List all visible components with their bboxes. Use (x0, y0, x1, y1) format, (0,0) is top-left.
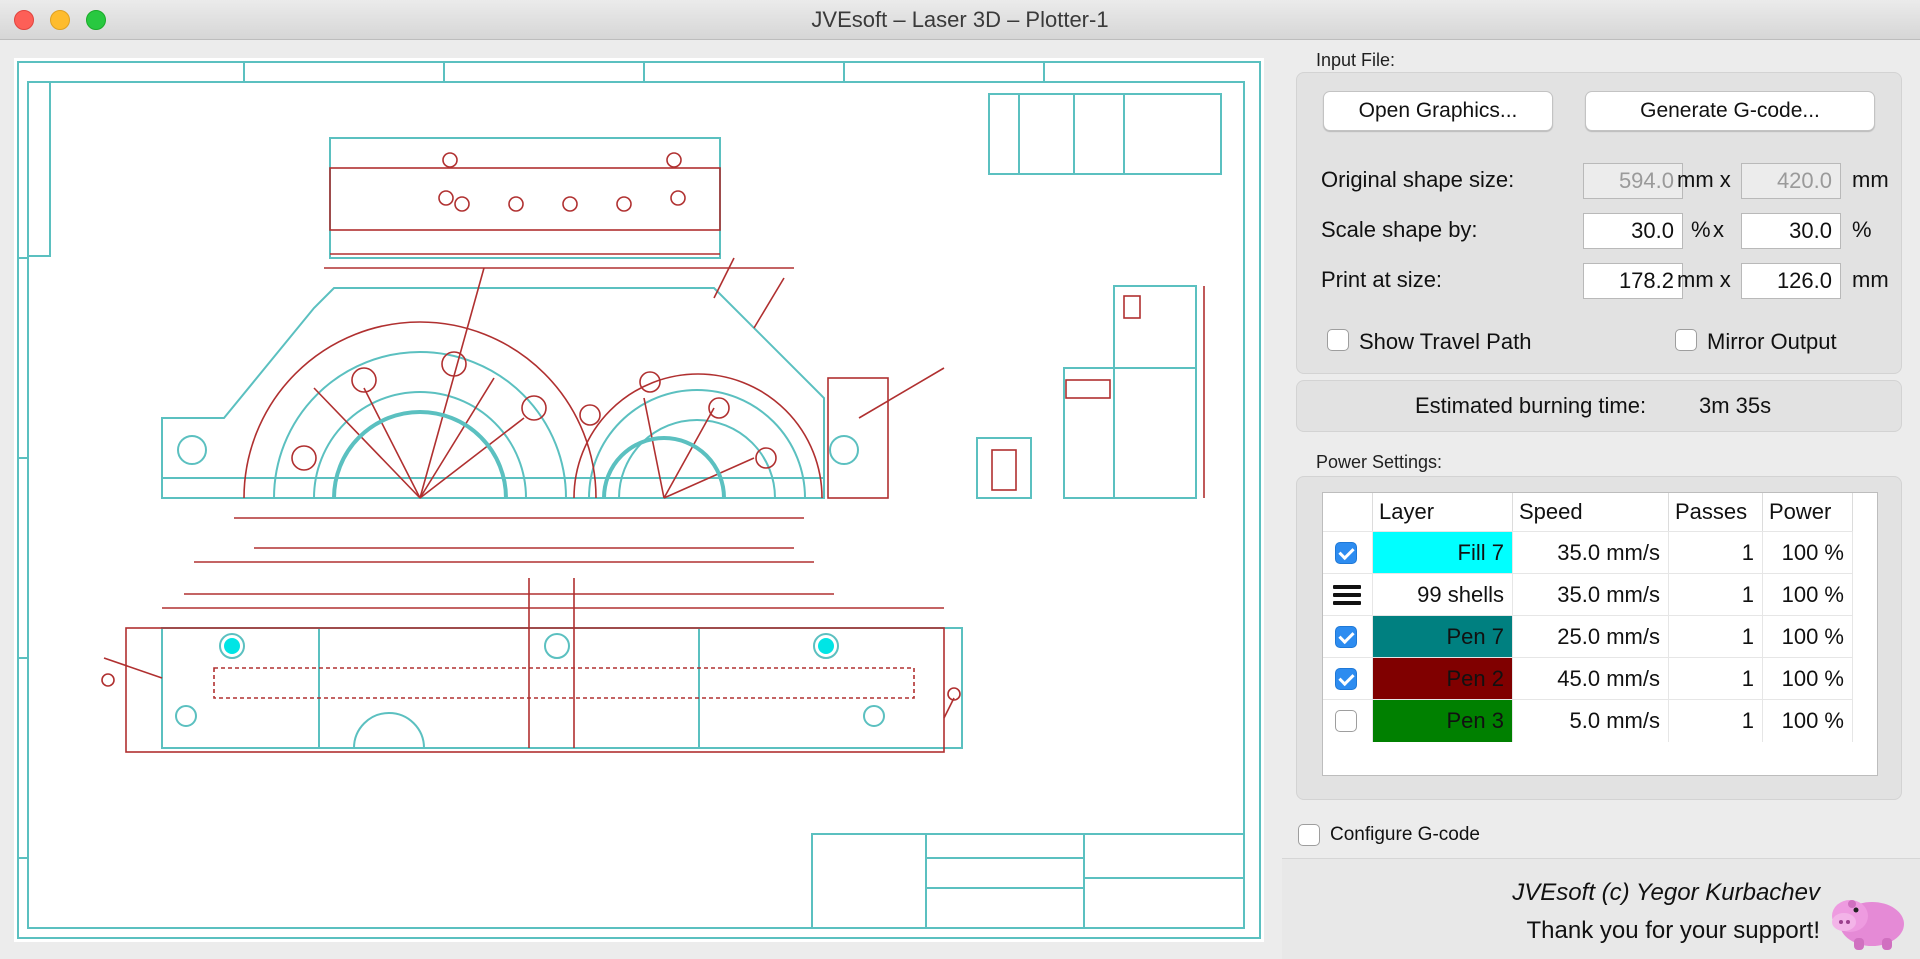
layer-enable-checkbox[interactable] (1335, 710, 1357, 732)
original-width-field: 594.0 (1583, 163, 1683, 199)
window-title: JVEsoft – Laser 3D – Plotter-1 (811, 7, 1109, 32)
speed-cell[interactable]: 45.0 mm/s (1513, 658, 1669, 700)
plot-preview (14, 58, 1264, 942)
unit-mm-2: mm (1852, 267, 1889, 292)
power-settings-label: Power Settings: (1316, 452, 1443, 472)
cad-drawing (17, 61, 1261, 939)
power-cell[interactable]: 100 % (1763, 700, 1853, 742)
layer-name-cell[interactable]: Pen 7 (1373, 616, 1513, 658)
layer-name-cell[interactable]: Fill 7 (1373, 532, 1513, 574)
enable-cell (1323, 532, 1373, 574)
speed-cell[interactable]: 35.0 mm/s (1513, 574, 1669, 616)
layer-name-cell[interactable]: 99 shells (1373, 574, 1513, 616)
input-file-label: Input File: (1316, 50, 1396, 70)
column-header-layer[interactable]: Layer (1373, 493, 1513, 531)
passes-cell[interactable]: 1 (1669, 616, 1763, 658)
print-width-field[interactable]: 178.2 (1583, 263, 1683, 299)
power-cell[interactable]: 100 % (1763, 658, 1853, 700)
configure-gcode-label: Configure G-code (1330, 824, 1480, 845)
estimate-label: Estimated burning time: (1415, 393, 1647, 418)
unit-percent: % (1691, 217, 1711, 242)
estimate-panel: Estimated burning time: 3m 35s (1296, 380, 1902, 432)
close-window-button[interactable] (14, 10, 34, 30)
title-bar: JVEsoft – Laser 3D – Plotter-1 (0, 0, 1920, 40)
unit-mmx: mm x (1677, 167, 1731, 192)
print-size-label: Print at size: (1321, 267, 1443, 292)
credit-area: JVEsoft (c) Yegor Kurbachev Thank you fo… (1282, 858, 1920, 959)
layer-enable-checkbox[interactable] (1335, 542, 1357, 564)
passes-cell[interactable]: 1 (1669, 658, 1763, 700)
passes-cell[interactable]: 1 (1669, 532, 1763, 574)
layer-name-cell[interactable]: Pen 3 (1373, 700, 1513, 742)
show-travel-path-label: Show Travel Path (1359, 329, 1532, 354)
power-cell[interactable]: 100 % (1763, 532, 1853, 574)
enable-cell (1323, 616, 1373, 658)
input-file-panel: Open Graphics... Generate G-code... Orig… (1296, 72, 1902, 374)
show-travel-path-checkbox[interactable] (1327, 329, 1349, 351)
mirror-output-checkbox[interactable] (1675, 329, 1697, 351)
mirror-output-label: Mirror Output (1707, 329, 1837, 354)
speed-cell[interactable]: 35.0 mm/s (1513, 532, 1669, 574)
hippo-logo-icon[interactable] (1830, 878, 1910, 959)
enable-cell (1323, 658, 1373, 700)
scale-height-field[interactable]: 30.0 (1741, 213, 1841, 249)
generate-gcode-button[interactable]: Generate G-code... (1585, 91, 1875, 131)
unit-percent-2: % (1852, 217, 1872, 242)
unit-x: x (1713, 217, 1724, 242)
configure-gcode-checkbox[interactable] (1298, 824, 1320, 846)
credit-author: JVEsoft (c) Yegor Kurbachev (1512, 879, 1820, 906)
passes-cell[interactable]: 1 (1669, 574, 1763, 616)
menu-icon[interactable] (1333, 585, 1361, 605)
minimize-window-button[interactable] (50, 10, 70, 30)
enable-cell (1323, 700, 1373, 742)
layer-enable-checkbox[interactable] (1335, 668, 1357, 690)
layer-enable-checkbox[interactable] (1335, 626, 1357, 648)
power-cell[interactable]: 100 % (1763, 574, 1853, 616)
passes-cell[interactable]: 1 (1669, 700, 1763, 742)
power-cell[interactable]: 100 % (1763, 616, 1853, 658)
credit-thanks: Thank you for your support! (1526, 917, 1820, 944)
scale-width-field[interactable]: 30.0 (1583, 213, 1683, 249)
column-header-speed[interactable]: Speed (1513, 493, 1669, 531)
estimate-value: 3m 35s (1699, 393, 1772, 418)
column-header-power[interactable]: Power (1763, 493, 1853, 531)
print-height-field[interactable]: 126.0 (1741, 263, 1841, 299)
speed-cell[interactable]: 5.0 mm/s (1513, 700, 1669, 742)
open-graphics-button[interactable]: Open Graphics... (1323, 91, 1553, 131)
zoom-window-button[interactable] (86, 10, 106, 30)
enable-cell (1323, 574, 1373, 616)
scale-label: Scale shape by: (1321, 217, 1478, 242)
speed-cell[interactable]: 25.0 mm/s (1513, 616, 1669, 658)
layer-name-cell[interactable]: Pen 2 (1373, 658, 1513, 700)
unit-mmx-2: mm x (1677, 267, 1731, 292)
column-header-enable (1323, 493, 1373, 531)
original-size-label: Original shape size: (1321, 167, 1515, 192)
original-height-field: 420.0 (1741, 163, 1841, 199)
unit-mm: mm (1852, 167, 1889, 192)
column-header-passes[interactable]: Passes (1669, 493, 1763, 531)
